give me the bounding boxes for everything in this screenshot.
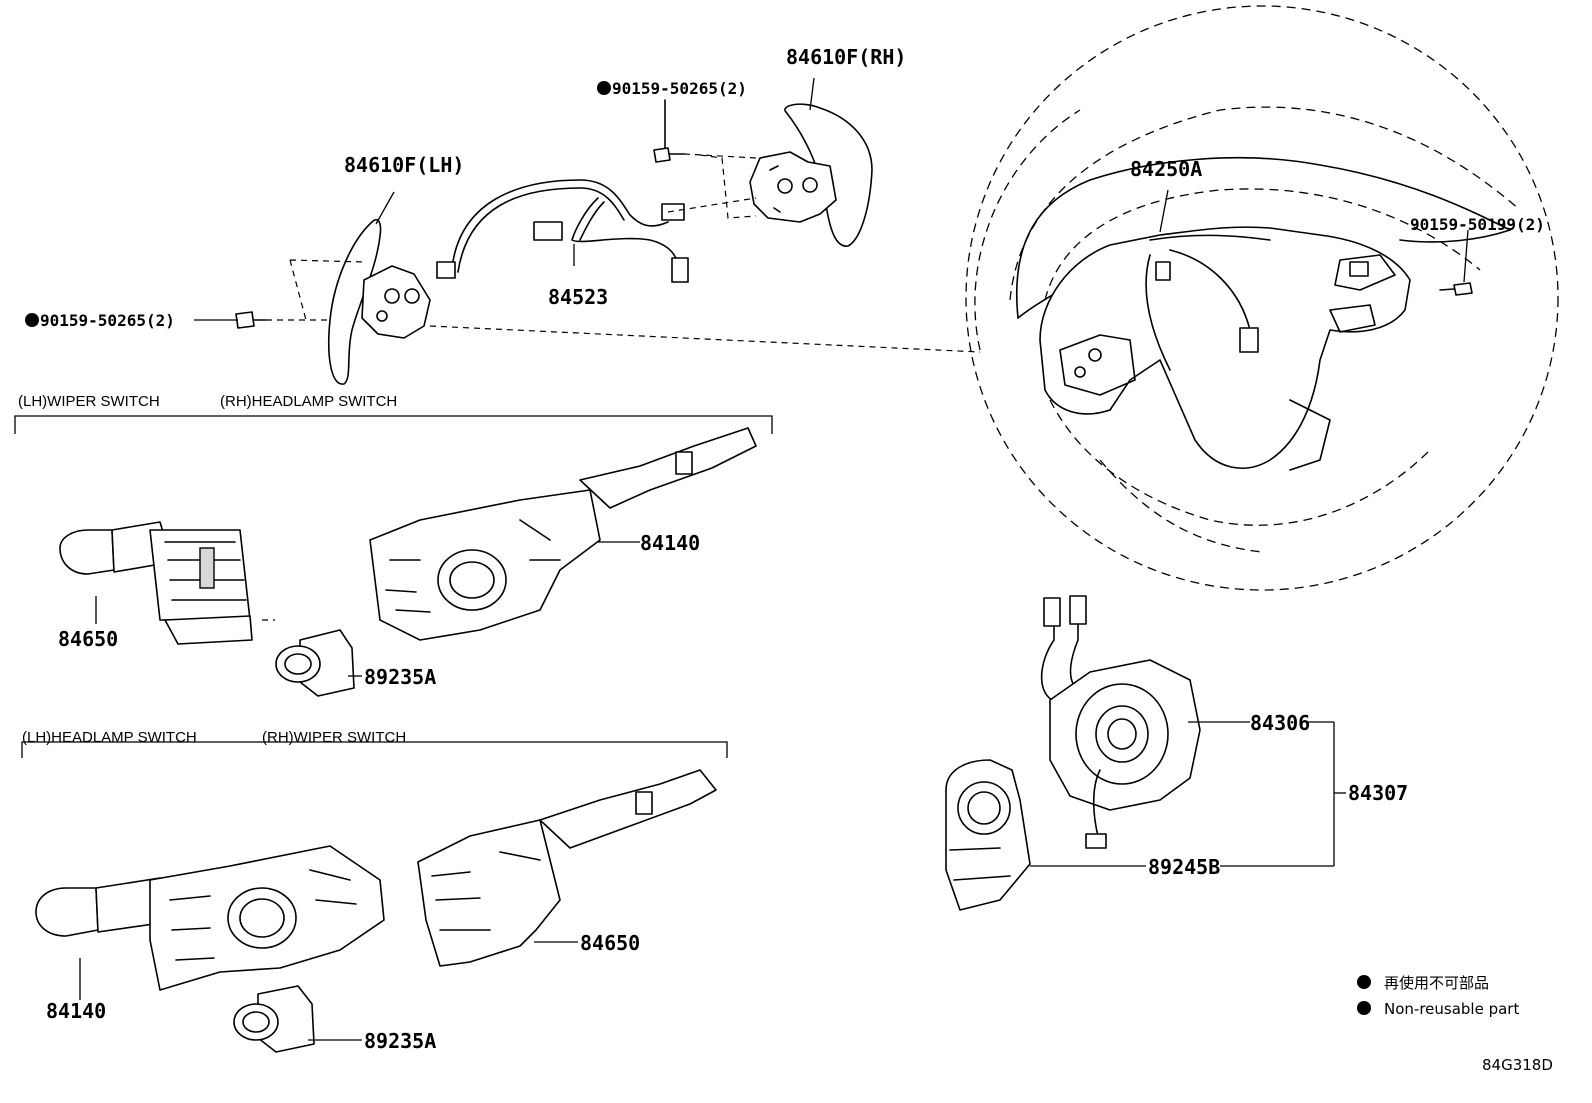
harness-84523-illustration [436,179,689,283]
paddle-shifter-rh-illustration [749,103,873,247]
part-label-84140-upper: 84140 [640,531,700,555]
leader-lines [79,77,1469,1041]
section-label-lh-wiper-switch-upper: (LH)WIPER SWITCH [18,393,160,410]
headlamp-switch-84140-upper-illustration [369,427,757,641]
screw-icon-90159-50265-left [235,311,267,329]
part-label-84307: 84307 [1348,781,1408,805]
switch-89235a-lower-illustration [233,985,315,1053]
wiper-switch-84650-lower-illustration [417,769,717,967]
headlamp-switch-84140-lower-illustration [35,845,385,991]
part-label-84250a: 84250A [1130,157,1202,181]
part-label-84610f-rh: 84610F(RH) [786,45,906,69]
part-label-90159-50265-top: 90159-50265(2) [612,79,747,98]
non-reusable-marker-icon [1357,1001,1371,1015]
legend: 再使用不可部品 Non-reusable part [1357,974,1519,1018]
part-label-84610f-lh: 84610F(LH) [344,153,464,177]
diagram-code: 84G318D [1482,1056,1553,1074]
screw-icon-90159-50265-top [653,99,685,163]
part-label-84523: 84523 [548,285,608,309]
part-label-90159-50199: 90159-50199(2) [1410,215,1545,234]
legend-text-japanese: 再使用不可部品 [1384,974,1489,992]
screw-icon-90159-50199 [1439,282,1473,296]
section-label-rh-headlamp-switch-upper: (RH)HEADLAMP SWITCH [220,393,397,410]
part-label-90159-50265-left: 90159-50265(2) [40,311,175,330]
switch-89235a-upper-illustration [275,629,355,697]
section-label-lh-headlamp-switch-lower: (LH)HEADLAMP SWITCH [22,729,197,746]
part-label-84306: 84306 [1250,711,1310,735]
paddle-shifter-lh-illustration [327,218,431,385]
part-label-84650-lower: 84650 [580,931,640,955]
part-label-89245b: 89245B [1148,855,1220,879]
section-bracket-upper [14,415,773,434]
non-reusable-marker-icon [25,313,39,327]
non-reusable-marker-icon [1357,975,1371,989]
part-label-84650-upper: 84650 [58,627,118,651]
section-label-rh-wiper-switch-lower: (RH)WIPER SWITCH [262,729,406,746]
part-label-89235a-upper: 89235A [364,665,436,689]
section-bracket-lower [21,741,728,758]
spiral-cable-84306-illustration [1040,595,1201,849]
part-label-89235a-lower: 89235A [364,1029,436,1053]
non-reusable-marker-icon [597,81,611,95]
legend-text-english: Non-reusable part [1384,1000,1519,1018]
part-label-84140-lower: 84140 [46,999,106,1023]
wiper-switch-84650-upper-illustration [59,521,253,645]
steering-wheel-illustration [965,5,1559,591]
sensor-89245b-illustration [945,759,1031,911]
assembly-dashed-lines [188,153,981,968]
